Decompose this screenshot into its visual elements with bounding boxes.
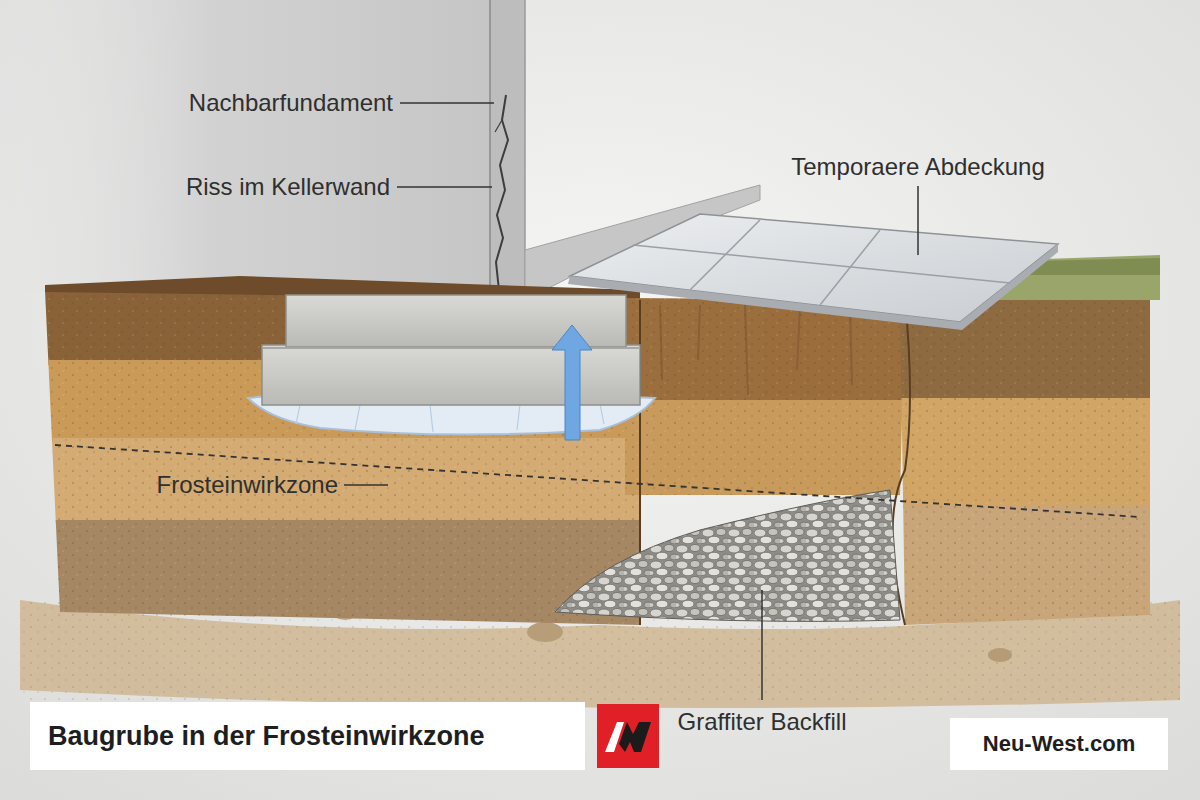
- callout-label: Graffiter Backfill: [678, 708, 847, 737]
- brand-logo: [597, 704, 659, 768]
- watermark: Neu-West.com: [950, 718, 1168, 770]
- callout-label: Riss im Kellerwand: [186, 173, 390, 202]
- zone-label: Frosteinwirkzone: [157, 471, 338, 500]
- callout-label: Temporaere Abdeckung: [791, 153, 1045, 182]
- callout-label: Nachbarfundament: [189, 89, 393, 118]
- title-banner: Baugrube in der Frosteinwirkzone: [30, 702, 585, 770]
